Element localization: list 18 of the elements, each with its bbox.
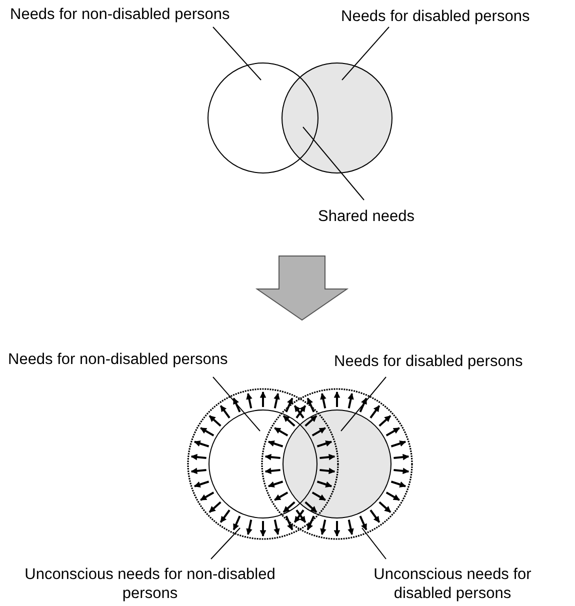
leader-line: [210, 528, 240, 560]
leader-line: [342, 26, 390, 80]
leader-line: [212, 376, 260, 432]
circle: [208, 62, 318, 174]
text-label: Needs for non-disabled persons: [8, 350, 298, 369]
leader-line: [362, 528, 386, 560]
arrow-ring: [187, 388, 339, 540]
arrow-ring: [261, 388, 413, 540]
text-label: Unconscious needs for non-disabled persons: [20, 565, 280, 603]
text-label: Shared needs: [318, 207, 448, 226]
leader-line: [340, 376, 386, 432]
leader-line: [302, 126, 364, 200]
circle: [282, 62, 392, 174]
text-label: Needs for disabled persons: [341, 7, 575, 26]
leader-line: [212, 26, 262, 80]
text-label: Needs for non-disabled persons: [10, 5, 300, 24]
text-label: Needs for disabled persons: [334, 352, 574, 371]
text-label: Unconscious needs for disabled persons: [345, 565, 560, 603]
